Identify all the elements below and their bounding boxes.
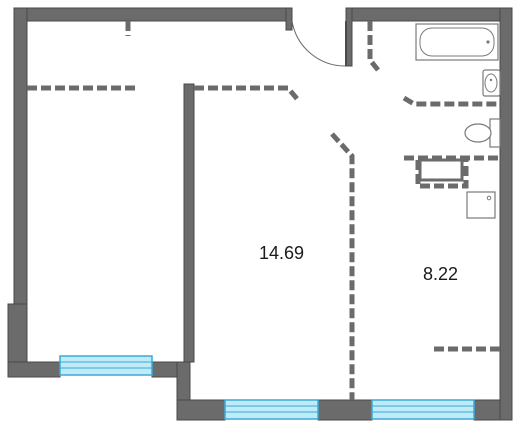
window-middle bbox=[224, 399, 319, 420]
wall-inner-left-room bbox=[183, 83, 195, 363]
partition-diagonal bbox=[330, 132, 355, 400]
partition-shaft bbox=[415, 160, 469, 189]
wall-door-jamb-left bbox=[285, 7, 293, 31]
room-area-kitchen: 8.22 bbox=[423, 264, 458, 284]
wall-bottom-left-a bbox=[7, 361, 61, 378]
room-area-living: 14.69 bbox=[259, 243, 304, 263]
window-right bbox=[371, 399, 475, 420]
ventilation-shaft bbox=[418, 158, 464, 182]
entrance-door bbox=[291, 20, 347, 67]
window-left bbox=[59, 355, 153, 376]
sink bbox=[482, 69, 501, 97]
partition-bath-left bbox=[367, 21, 380, 72]
wall-right bbox=[499, 7, 513, 421]
wall-top-right bbox=[345, 7, 513, 22]
partition-bath-top bbox=[402, 95, 500, 107]
wall-bottom-left-b bbox=[151, 361, 180, 378]
partitions bbox=[27, 21, 500, 400]
wall-left bbox=[13, 7, 28, 307]
exterior-walls bbox=[7, 7, 513, 421]
wall-top-left bbox=[13, 7, 293, 22]
partition-center-top bbox=[194, 85, 300, 102]
toilet bbox=[464, 118, 501, 148]
wall-bottom-b bbox=[317, 399, 373, 421]
wall-bottom-a bbox=[176, 399, 226, 421]
shower-tray bbox=[466, 191, 496, 219]
bathtub bbox=[415, 23, 499, 61]
windows bbox=[59, 355, 475, 420]
